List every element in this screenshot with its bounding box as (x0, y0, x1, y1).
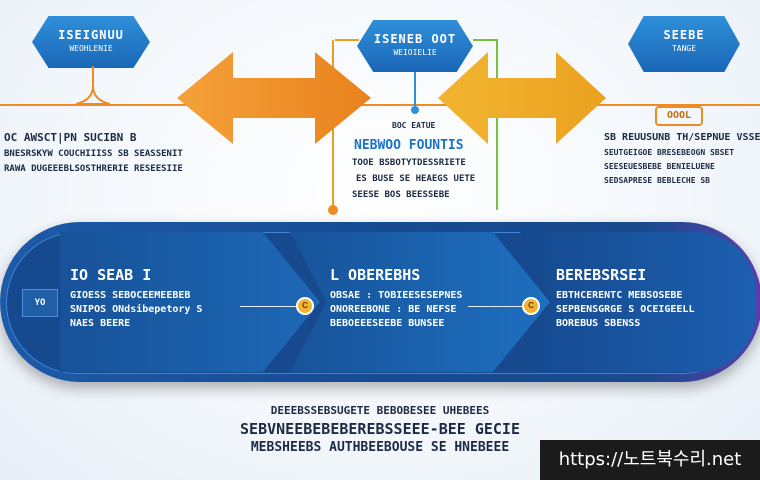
marker-2-text: C (528, 301, 534, 310)
node-left-sub: WEOHLENIE (69, 44, 113, 53)
connector-2 (468, 306, 526, 307)
segment-3-line-1: EBTHCERENTC MEBSOSEBE (556, 290, 683, 301)
top-connector-line (0, 104, 760, 106)
segment-1-line-1: GIOESS SEBOCEEMEEBEB (70, 290, 191, 301)
segment-3-text: BEREBSRSEI EBTHCERENTC MEBSOSEBE SEPBENS… (556, 266, 694, 329)
marker-1: C (296, 297, 314, 315)
segment-2-line-3: BEBOEEESEEBE BUNSEE (330, 318, 445, 329)
segment-2-line-2: ONOREEBONE : BE NEFSE (330, 304, 457, 315)
right-block-line-4: SEDSAPRESE BEBLECHE SB (604, 176, 710, 185)
node-right-title: SEEBE (663, 28, 705, 42)
segment-2-text: L OBEREBHS OBSAE : TOBIEESESEPNES ONOREE… (330, 266, 462, 329)
segment-3-title: BEREBSRSEI (556, 266, 647, 284)
band-start-box: YO (22, 289, 58, 317)
center-block-title: NEBWOO FOUNTIS (354, 138, 464, 153)
left-block-line-3: RAWA DUGEEEBLSOSTHRERIE RESEESIIE (4, 164, 183, 174)
footer-line-2: SEBVNEEBEBEBEREBSSEEE-BEE GECIE (240, 420, 520, 438)
center-pin-label: BOC EATUE (392, 121, 436, 130)
node-left: ISEIGNUU WEOHLENIE (32, 16, 150, 68)
node-right-sub: TANGE (671, 44, 697, 53)
right-block-badge: OOOL (655, 106, 703, 126)
watermark: https://노트북수리.net (540, 440, 760, 480)
right-block-line-2: SEUTGEIGOE BRESEBEOGN SBSET (604, 148, 735, 157)
footer-line-1: DEEEBSSEBSUGETE BEBOBESEE UHEBEES (270, 404, 490, 417)
connector-1 (240, 306, 300, 307)
orange-double-arrow (177, 52, 371, 144)
segment-1-line-3: NAES BEERE (70, 318, 131, 329)
node-left-stand (75, 66, 111, 105)
node-center-title: ISENEB OOT (373, 32, 457, 46)
left-block-line-1: OC AWSCT|PN SUCIBN B (4, 131, 137, 144)
segment-3-bg (520, 232, 756, 372)
center-block-line-1: TOOE BSBOTYTDESSRIETE (352, 158, 466, 168)
segment-1-title: IO SEAB I (70, 266, 152, 284)
node-right: SEEBE TANGE (628, 16, 740, 72)
node-center-sub: WEIOIELIE (393, 48, 437, 57)
segment-2-line-1: OBSAE : TOBIEESESEPNES (330, 290, 463, 301)
footer-line-3: MEBSHEEBS AUTHBEEBOUSE SE HNEBEEE (250, 440, 510, 455)
node-center: ISENEB OOT WEIOIELIE (357, 20, 473, 72)
right-block-badge-text: OOOL (666, 110, 692, 121)
right-block-line-1: SB REUUSUNB TH/SEPNUE VSSE (604, 132, 760, 143)
marker-1-text: C (302, 301, 308, 310)
segment-3-line-3: BOREBUS SBENSS (556, 318, 641, 329)
segment-3-line-2: SEPBENSGRGE S OCEIGEELL (556, 304, 695, 315)
yellow-double-arrow (438, 52, 606, 144)
segment-1-text: IO SEAB I GIOESS SEBOCEEMEEBEB SNIPOS ON… (70, 266, 202, 329)
left-block-line-2: BNESRSKYW COUCHIIISS SB SEASSENIT (4, 149, 183, 159)
right-block-line-3: SEESEUESBEBE BENIELUENE (604, 162, 715, 171)
center-block-line-3: SEESE BOS BEESSEBE (352, 190, 450, 200)
segment-1-line-2: SNIPOS ONdsibepetory S (70, 304, 203, 315)
band-start-label: YO (34, 298, 46, 308)
segment-2-title: L OBEREBHS (330, 266, 421, 284)
segment-2-bg (290, 232, 550, 372)
marker-2: C (522, 297, 540, 315)
node-left-title: ISEIGNUU (58, 28, 124, 42)
segment-1-bg (60, 232, 320, 372)
center-block-line-2: ES BUSE SE HEAEGS UETE (356, 174, 476, 184)
